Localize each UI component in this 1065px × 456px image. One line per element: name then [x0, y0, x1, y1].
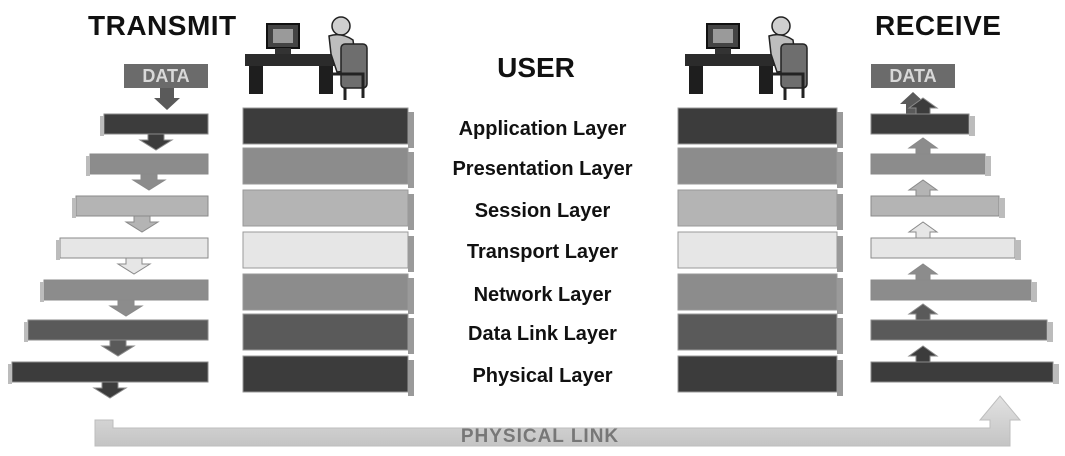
- transmit-step-edge: [40, 282, 44, 302]
- transmit-step-bar: [103, 113, 209, 135]
- receive-up-arrow: [907, 221, 939, 239]
- receive-step-edge: [1015, 240, 1021, 260]
- layer-bar-shadow: [837, 194, 843, 230]
- receive-step-bar: [870, 237, 1016, 259]
- layer-label-session: Session Layer: [474, 200, 611, 222]
- receive-step-bar: [870, 279, 1032, 301]
- layer-label-data-link: Data Link Layer: [468, 323, 617, 345]
- receive-up-arrow: [907, 263, 939, 281]
- user-label: USER: [497, 52, 575, 83]
- transmit-step-edge: [56, 240, 60, 260]
- transmit-step-edge: [72, 198, 76, 218]
- layer-bar-shadow: [408, 278, 414, 314]
- receive-step-bar: [870, 153, 986, 175]
- layer-bar-shadow: [837, 278, 843, 314]
- layer-bar-shadow: [837, 112, 843, 148]
- data-down-arrow: [154, 88, 180, 110]
- receive-layer-bar: [677, 355, 838, 393]
- transmit-step-bar: [43, 279, 209, 301]
- receive-step-bar: [870, 113, 970, 135]
- data-tag-transmit: DATA: [124, 64, 208, 88]
- transmit-down-arrow: [131, 173, 167, 191]
- data-tag-receive: DATA: [871, 64, 955, 88]
- layer-bar-shadow: [408, 152, 414, 188]
- layer-bar-shadow: [837, 236, 843, 272]
- computer-user-icon: [685, 16, 808, 100]
- receive-layer-bar: [677, 313, 838, 351]
- receive-layer-bar: [677, 273, 838, 311]
- receive-step-bar: [870, 195, 1000, 217]
- transmit-step-bar: [89, 153, 209, 175]
- receive-step-edge: [969, 116, 975, 136]
- receive-title: RECEIVE: [875, 10, 1002, 41]
- layer-bar-shadow: [837, 360, 843, 396]
- receive-layer-bar: [677, 189, 838, 227]
- transmit-step-edge: [8, 364, 12, 384]
- transmit-down-arrow: [100, 339, 136, 357]
- layer-label-physical: Physical Layer: [472, 365, 613, 387]
- layer-bar-shadow: [837, 318, 843, 354]
- layer-bar-shadow: [408, 194, 414, 230]
- transmit-down-arrow: [92, 381, 128, 399]
- receive-layer-bar: [677, 231, 838, 269]
- transmit-down-arrow: [108, 299, 144, 317]
- receive-step-edge: [1031, 282, 1037, 302]
- transmit-layer-bar: [242, 355, 409, 393]
- layer-bar-shadow: [837, 152, 843, 188]
- transmit-down-arrow: [138, 133, 174, 151]
- receive-step-bar: [870, 319, 1048, 341]
- layer-bar-shadow: [408, 236, 414, 272]
- layer-shapes: [8, 97, 1059, 399]
- transmit-step-bar: [59, 237, 209, 259]
- receive-layer-bar: [677, 107, 838, 145]
- transmit-layer-bar: [242, 189, 409, 227]
- transmit-step-bar: [75, 195, 209, 217]
- physical-link-arrow: [94, 395, 1022, 447]
- receive-up-arrow: [907, 97, 939, 115]
- receive-up-arrow: [907, 137, 939, 155]
- layer-bar-shadow: [408, 318, 414, 354]
- transmit-layer-bar: [242, 313, 409, 351]
- layer-bar-shadow: [408, 112, 414, 148]
- layer-bar-shadow: [408, 360, 414, 396]
- receive-up-arrow: [907, 179, 939, 197]
- transmit-title: TRANSMIT: [88, 10, 237, 41]
- transmit-layer-bar: [242, 107, 409, 145]
- layer-label-network: Network Layer: [473, 284, 612, 306]
- layer-label-application: Application Layer: [458, 118, 627, 140]
- transmit-down-arrow: [124, 215, 160, 233]
- transmit-step-edge: [100, 116, 104, 136]
- receive-up-arrow: [907, 345, 939, 363]
- physical-link-label: PHYSICAL LINK: [460, 426, 620, 447]
- layer-label-presentation: Presentation Layer: [452, 158, 633, 180]
- receive-step-edge: [999, 198, 1005, 218]
- transmit-down-arrow: [116, 257, 152, 275]
- receive-layer-bar: [677, 147, 838, 185]
- transmit-step-bar: [11, 361, 209, 383]
- transmit-step-edge: [86, 156, 90, 176]
- transmit-layer-bar: [242, 147, 409, 185]
- receive-step-edge: [1053, 364, 1059, 384]
- computer-user-icon: [245, 16, 368, 100]
- transmit-step-edge: [24, 322, 28, 342]
- transmit-step-bar: [27, 319, 209, 341]
- transmit-layer-bar: [242, 273, 409, 311]
- receive-up-arrow: [907, 303, 939, 321]
- transmit-layer-bar: [242, 231, 409, 269]
- layer-label-transport: Transport Layer: [466, 241, 619, 263]
- receive-step-edge: [1047, 322, 1053, 342]
- receive-step-edge: [985, 156, 991, 176]
- receive-step-bar: [870, 361, 1054, 383]
